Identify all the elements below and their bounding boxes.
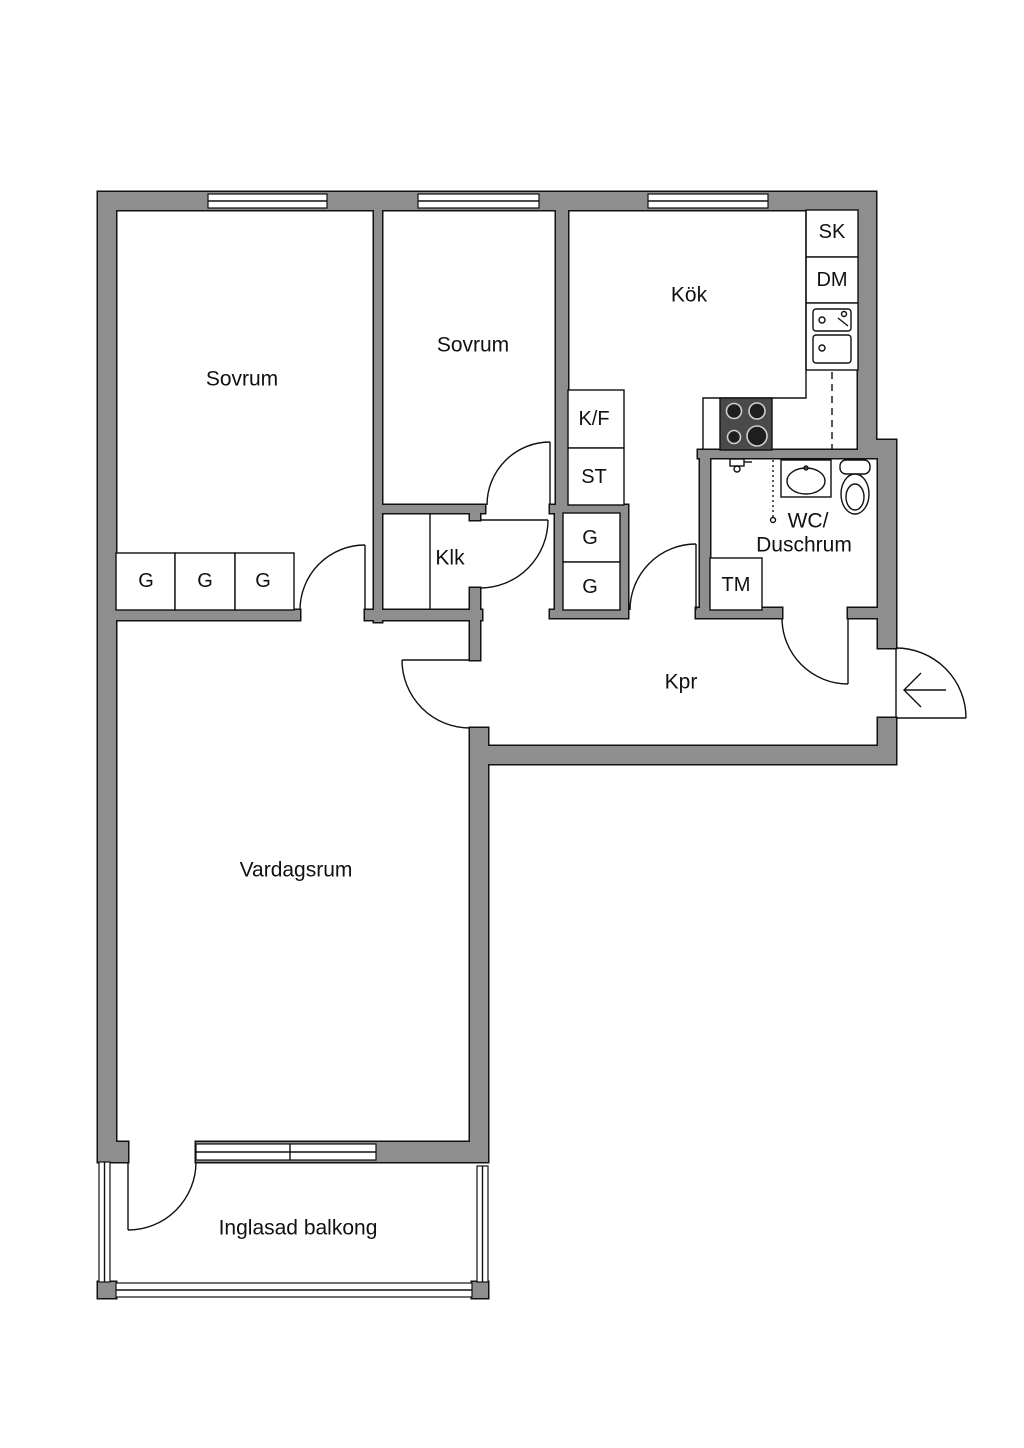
fixture-label-wardrobe: G [255,570,271,592]
kitchen-sink-icon [805,302,859,371]
wardrobe [174,552,236,611]
window-pane-line [196,1144,376,1160]
doors [127,441,967,1231]
door-bathroom [781,617,849,685]
bedroom-wardrobes [115,552,295,611]
fixture-label-wardrobe: G [197,570,213,592]
room-label-balcony: Inglasad balkong [219,1217,378,1240]
wall-outline [96,190,898,1300]
room-label-bathroom-line1: WC/ [788,510,829,533]
room-label-bedroom-middle: Sovrum [437,334,509,357]
fixture-labels: SK DM K/F ST TM G G G G G [138,221,847,598]
broom-closet [567,447,625,506]
wardrobe [115,552,176,611]
wardrobe [562,561,621,611]
room-label-bathroom-line2: Duschrum [756,534,852,557]
room-label-kitchen: Kök [671,284,708,307]
room-label-bedroom-left: Sovrum [206,368,278,391]
stove-icon [719,397,773,451]
kitchen-fixtures [567,209,859,506]
washbasin-icon [780,459,832,498]
room-label-hallway: Kpr [665,671,698,694]
door-balcony [127,1161,197,1231]
hall-wardrobes [562,512,621,611]
fixture-label-kf: K/F [578,408,609,430]
room-labels: Sovrum Sovrum Kök Klk WC/ Duschrum Kpr V… [206,284,852,1240]
dishwasher [805,256,859,304]
entrance-arrow-icon [903,672,946,708]
door-living-room [401,659,471,729]
door-entrance [895,647,967,719]
sink-cabinet [805,209,859,258]
room-label-living-room: Vardagsrum [240,859,353,882]
fixture-label-sk: SK [819,221,846,243]
door-walk-in-closet [479,519,549,589]
door-bedroom-left [299,544,366,611]
fixture-label-tm: TM [722,574,751,596]
fixture-label-st: ST [581,466,607,488]
fixture-label-wardrobe: G [138,570,154,592]
fixture-label-dm: DM [816,269,847,291]
fridge-freezer [567,389,625,449]
door-bedroom-middle [486,441,551,506]
wardrobe [234,552,295,611]
door-kitchen [629,543,697,611]
bathroom-fixtures [709,458,871,611]
windows [98,193,769,1298]
shower-icon [729,458,777,524]
fixture-label-wardrobe: G [582,527,598,549]
washing-machine [709,557,763,611]
room-label-walk-in-closet: Klk [435,547,465,570]
fixture-label-wardrobe: G [582,576,598,598]
toilet-icon [839,459,871,515]
